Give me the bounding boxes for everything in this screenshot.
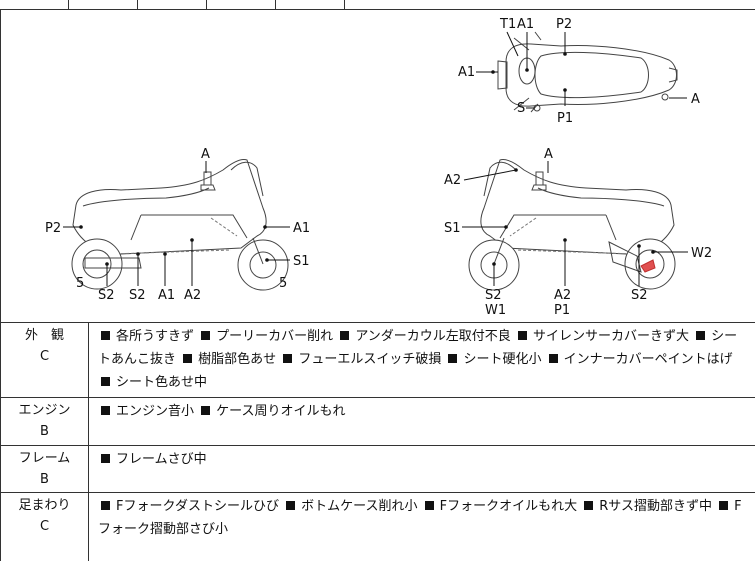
bullet-square: [548, 354, 558, 363]
bullet-square: [101, 331, 110, 340]
row-items: Fフォークダストシールひび ボトムケース削れ小 Fフォークオイルもれ大 Rサス摺…: [98, 495, 747, 541]
grade-label: C: [39, 519, 50, 534]
strip-cell: [68, 0, 137, 9]
label-A2-upper: A2: [444, 173, 461, 188]
label-P2-left: P2: [45, 221, 61, 236]
item-text: シート色あせ中: [116, 375, 208, 390]
bullet-square: [201, 406, 211, 415]
row-items: フレームさび中: [98, 448, 747, 471]
label-A-left: A: [201, 147, 210, 162]
item-text: Fフォークダストシールひび: [116, 499, 279, 514]
label-A-right: A: [544, 147, 553, 162]
label-A1-low: A1: [158, 288, 175, 303]
label-S2-a: S2: [98, 288, 115, 303]
row-header: 外 観 C: [1, 322, 89, 397]
bullet-square: [183, 354, 193, 363]
scooter-diagram-svg: T1 A1 P2 A1 S P1 A: [45, 17, 712, 318]
label-S2-rear-right: S2: [631, 288, 648, 303]
label-S2-b: S2: [129, 288, 146, 303]
bullet-square: [283, 354, 293, 363]
bullet-square: [101, 377, 110, 386]
item-text: インナーカバーペイントはげ: [563, 352, 733, 367]
item-text: プーリーカバー削れ: [216, 329, 334, 344]
bullet-square: [517, 331, 527, 340]
item-text: シート硬化小: [463, 352, 542, 367]
row-exterior: 外 観 C 各所うすきず プーリーカバー削れ アンダーカウル左取付不良 サイレン…: [0, 322, 755, 398]
row-engine: エンジン B エンジン音小 ケース周りオイルもれ: [0, 397, 755, 446]
bullet-square: [101, 501, 110, 510]
label-S1-left: S1: [293, 254, 310, 269]
item-text: Rサス摺動部きず中: [599, 499, 713, 514]
row-header: フレーム B: [1, 445, 89, 492]
bullet-square: [101, 406, 110, 415]
grade-label: C: [39, 349, 50, 364]
row-frame: フレーム B フレームさび中: [0, 445, 755, 493]
damage-mark: [640, 259, 656, 273]
item-text: フレームさび中: [116, 452, 207, 467]
top-view-labels: T1 A1 P2 A1 S P1 A: [458, 17, 700, 126]
strip-cell: [137, 0, 206, 9]
label-P2: P2: [556, 17, 572, 32]
label-A2-right: A2: [554, 288, 571, 303]
row-header: 足まわり C: [1, 492, 89, 561]
label-P1-right: P1: [554, 303, 570, 318]
strip-cell: [275, 0, 344, 9]
bullet-square: [448, 354, 458, 363]
row-items: 各所うすきず プーリーカバー削れ アンダーカウル左取付不良 サイレンサーカバーき…: [98, 325, 747, 394]
bullet-square: [424, 501, 434, 510]
bullet-square: [719, 501, 729, 510]
bullet-square: [584, 501, 594, 510]
label-A1-top: A1: [458, 65, 475, 80]
item-text: ケース周りオイルもれ: [216, 404, 346, 419]
category-label: 足まわり: [18, 498, 71, 513]
bullet-square: [201, 331, 211, 340]
category-label: 外 観: [24, 328, 64, 343]
label-5-rear: 5: [76, 276, 84, 291]
damage-diagram: T1 A1 P2 A1 S P1 A: [0, 10, 755, 323]
bullet-square: [101, 454, 110, 463]
grade-label: B: [40, 424, 49, 439]
label-S: S: [517, 101, 525, 116]
bullet-square: [696, 331, 706, 340]
strip-cell: [344, 0, 755, 9]
label-5-front: 5: [279, 276, 287, 291]
label-T1: T1: [499, 17, 516, 32]
item-text: Fフォークオイルもれ大: [439, 499, 578, 514]
right-view-labels: A A2 S1 W2 S2 W1 A2 P1 S2: [444, 147, 712, 318]
label-S1-right: S1: [444, 221, 461, 236]
row-items: エンジン音小 ケース周りオイルもれ: [98, 400, 747, 423]
label-W1: W1: [485, 303, 506, 318]
item-text: Fフォーク摺動部さび小: [98, 499, 742, 537]
left-view-scooter: [71, 159, 289, 291]
top-view-scooter: [497, 31, 678, 113]
label-A1-left: A1: [293, 221, 310, 236]
label-P1: P1: [557, 111, 573, 126]
item-text: エンジン音小: [116, 404, 195, 419]
right-view-scooter: [468, 159, 676, 291]
item-text: 各所うすきず: [116, 329, 195, 344]
label-S2-right: S2: [485, 288, 502, 303]
bullet-square: [286, 501, 296, 510]
left-view-labels: A P2 A1 S1 5 S2 S2 A1: [45, 147, 310, 303]
row-header: エンジン B: [1, 397, 89, 445]
item-text: 樹脂部色あせ: [198, 352, 277, 367]
grade-label: B: [40, 472, 49, 487]
strip-cell: [206, 0, 275, 9]
bullet-square: [340, 331, 350, 340]
label-W2: W2: [691, 246, 712, 261]
item-text: アンダーカウル左取付不良: [355, 329, 511, 344]
category-label: エンジン: [18, 403, 71, 418]
item-text: サイレンサーカバーきず大: [532, 329, 689, 344]
item-text: ボトムケース削れ小: [301, 499, 418, 514]
label-A-top: A: [691, 92, 700, 107]
category-label: フレーム: [18, 451, 71, 466]
label-A2-left: A2: [184, 288, 201, 303]
label-A1: A1: [517, 17, 534, 32]
item-text: シートあんこ抜き: [98, 329, 738, 367]
item-text: フューエルスイッチ破損: [298, 352, 442, 367]
row-suspension: 足まわり C Fフォークダストシールひび ボトムケース削れ小 Fフォークオイルも…: [0, 492, 755, 561]
table-top-strip: [0, 0, 755, 10]
